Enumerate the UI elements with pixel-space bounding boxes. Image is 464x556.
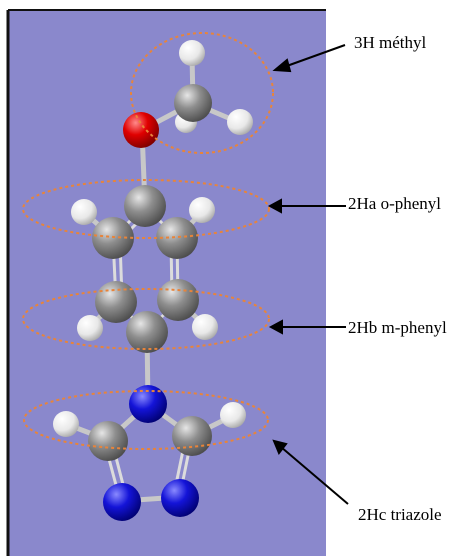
hydrogen-atom	[53, 411, 79, 437]
carbon-atom	[124, 185, 166, 227]
highlight-ellipses	[22, 32, 274, 450]
hydrogen-atom	[77, 315, 103, 341]
hydrogen-atom	[179, 40, 205, 66]
hydrogen-atom	[189, 197, 215, 223]
carbon-atom	[95, 281, 137, 323]
hydrogen-atom	[192, 314, 218, 340]
methyl-arrow	[283, 44, 346, 68]
hydrogen-atom	[220, 402, 246, 428]
carbon-atom	[126, 311, 168, 353]
carbon-atom	[92, 217, 134, 259]
label-methyl: 3H méthyl	[354, 33, 427, 52]
hydrogen-atom	[227, 109, 253, 135]
hydrogen-atom	[71, 199, 97, 225]
carbon-atom	[172, 416, 212, 456]
label-triazole: 2Hc triazole	[358, 505, 442, 524]
carbon-atom	[156, 217, 198, 259]
arrows	[267, 44, 349, 505]
nitrogen-atom	[161, 479, 199, 517]
atoms	[53, 40, 253, 521]
label-o-phenyl: 2Ha o-phenyl	[348, 194, 442, 213]
methyl-ellipse	[130, 32, 274, 154]
m-phenyl-ellipse	[22, 288, 270, 350]
carbon-atom	[88, 421, 128, 461]
carbon-atom	[157, 279, 199, 321]
carbon-atom	[174, 84, 212, 122]
nitrogen-atom	[103, 483, 141, 521]
label-m-phenyl: 2Hb m-phenyl	[348, 318, 447, 337]
triazole-arrow	[280, 446, 349, 505]
o-phenyl-ellipse	[22, 179, 270, 239]
oxygen-atom	[123, 112, 159, 148]
triazole-ellipse	[23, 390, 269, 450]
nitrogen-atom	[129, 385, 167, 423]
